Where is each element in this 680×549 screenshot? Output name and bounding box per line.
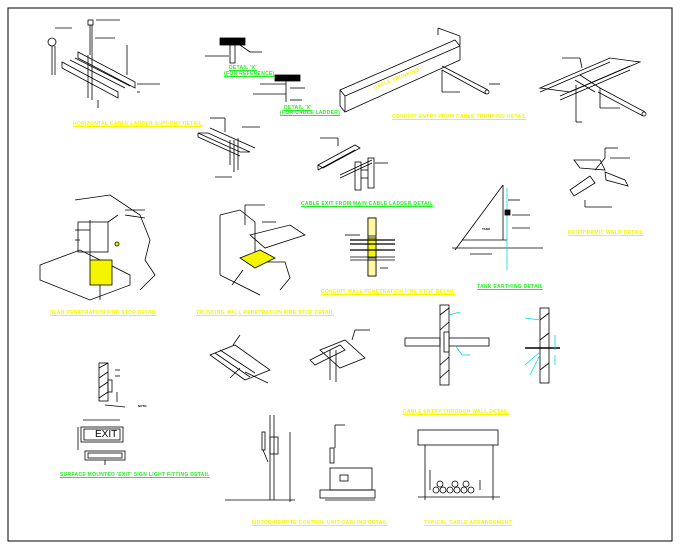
title-motor-control: MOTOR/REMOTE CONTROL UNIT CABLING DETAIL (252, 520, 388, 526)
horizontal-ladder-drawing (47, 19, 160, 108)
title-conduit-wall: CONDUIT WALL PENETRATION FIRE STOP DETAI… (321, 289, 456, 295)
title-cable-entry-wall: CABLE ENTRY THROUGH WALL DETAIL (403, 409, 509, 415)
motor-control-drawing (225, 415, 376, 502)
title-typical-cable: TYPICAL CABLE ARRANGEMENT (424, 520, 513, 526)
exit-sign-drawing (77, 419, 126, 465)
detail-x-drawings (205, 37, 305, 102)
conduit-entry-drawing (339, 27, 500, 113)
title-detail-x2: DETAIL 'X' (284, 105, 312, 111)
typical-cable-drawing (417, 429, 500, 500)
note-label: NOTE: (138, 404, 148, 408)
subtitle-detail-x2: (FOR CABLE LADDER) (280, 110, 341, 116)
tank-label: TANK (482, 227, 491, 231)
exit-sign-text: EXIT (95, 429, 118, 440)
conduit-ladder-drawing (538, 57, 647, 123)
cable-entry-wall-drawing (404, 304, 560, 386)
title-slab-penetration: SLAB PENETRATION FIRE STOP DETAIL (50, 310, 158, 316)
title-horizontal-ladder: HORIZONTAL CABLE LADDER SUPPORT DETAIL (73, 121, 203, 127)
tank-earthing-drawing (452, 184, 543, 270)
title-detail-x1: DETAIL 'X' (229, 65, 257, 71)
exothermic-weld-drawing (569, 147, 630, 208)
sheet-border (7, 7, 673, 542)
title-trunking-wall: TRUNKING WALL PENETRATION FIRE STOP DETA… (196, 310, 334, 316)
subtitle-detail-x1: (FOR REFERENCE) (224, 71, 275, 77)
wall-section-drawing (98, 362, 126, 408)
trunking-wall-drawing (219, 204, 306, 296)
title-tank-earthing: TANK EARTHING DETAIL (477, 284, 544, 290)
cable-exit-ladder-left (197, 117, 260, 178)
title-cable-exit: CABLE EXIT FROM MAIN CABLE LADDER DETAIL (301, 201, 433, 207)
slab-penetration-drawing (39, 194, 156, 301)
title-exothermic-weld: EXOTHERMIC WELD DETAIL (568, 230, 644, 236)
ladder-drawings-middle (209, 329, 370, 384)
title-exit-sign: SURFACE MOUNTED 'EXIT' SIGN LIGHT FITTIN… (60, 472, 210, 478)
cable-exit-ladder-center (317, 137, 388, 191)
conduit-wall-drawing (345, 217, 395, 277)
title-conduit-entry: CONDUIT ENTRY FROM CABLE TRUNKING DETAIL (392, 114, 527, 120)
